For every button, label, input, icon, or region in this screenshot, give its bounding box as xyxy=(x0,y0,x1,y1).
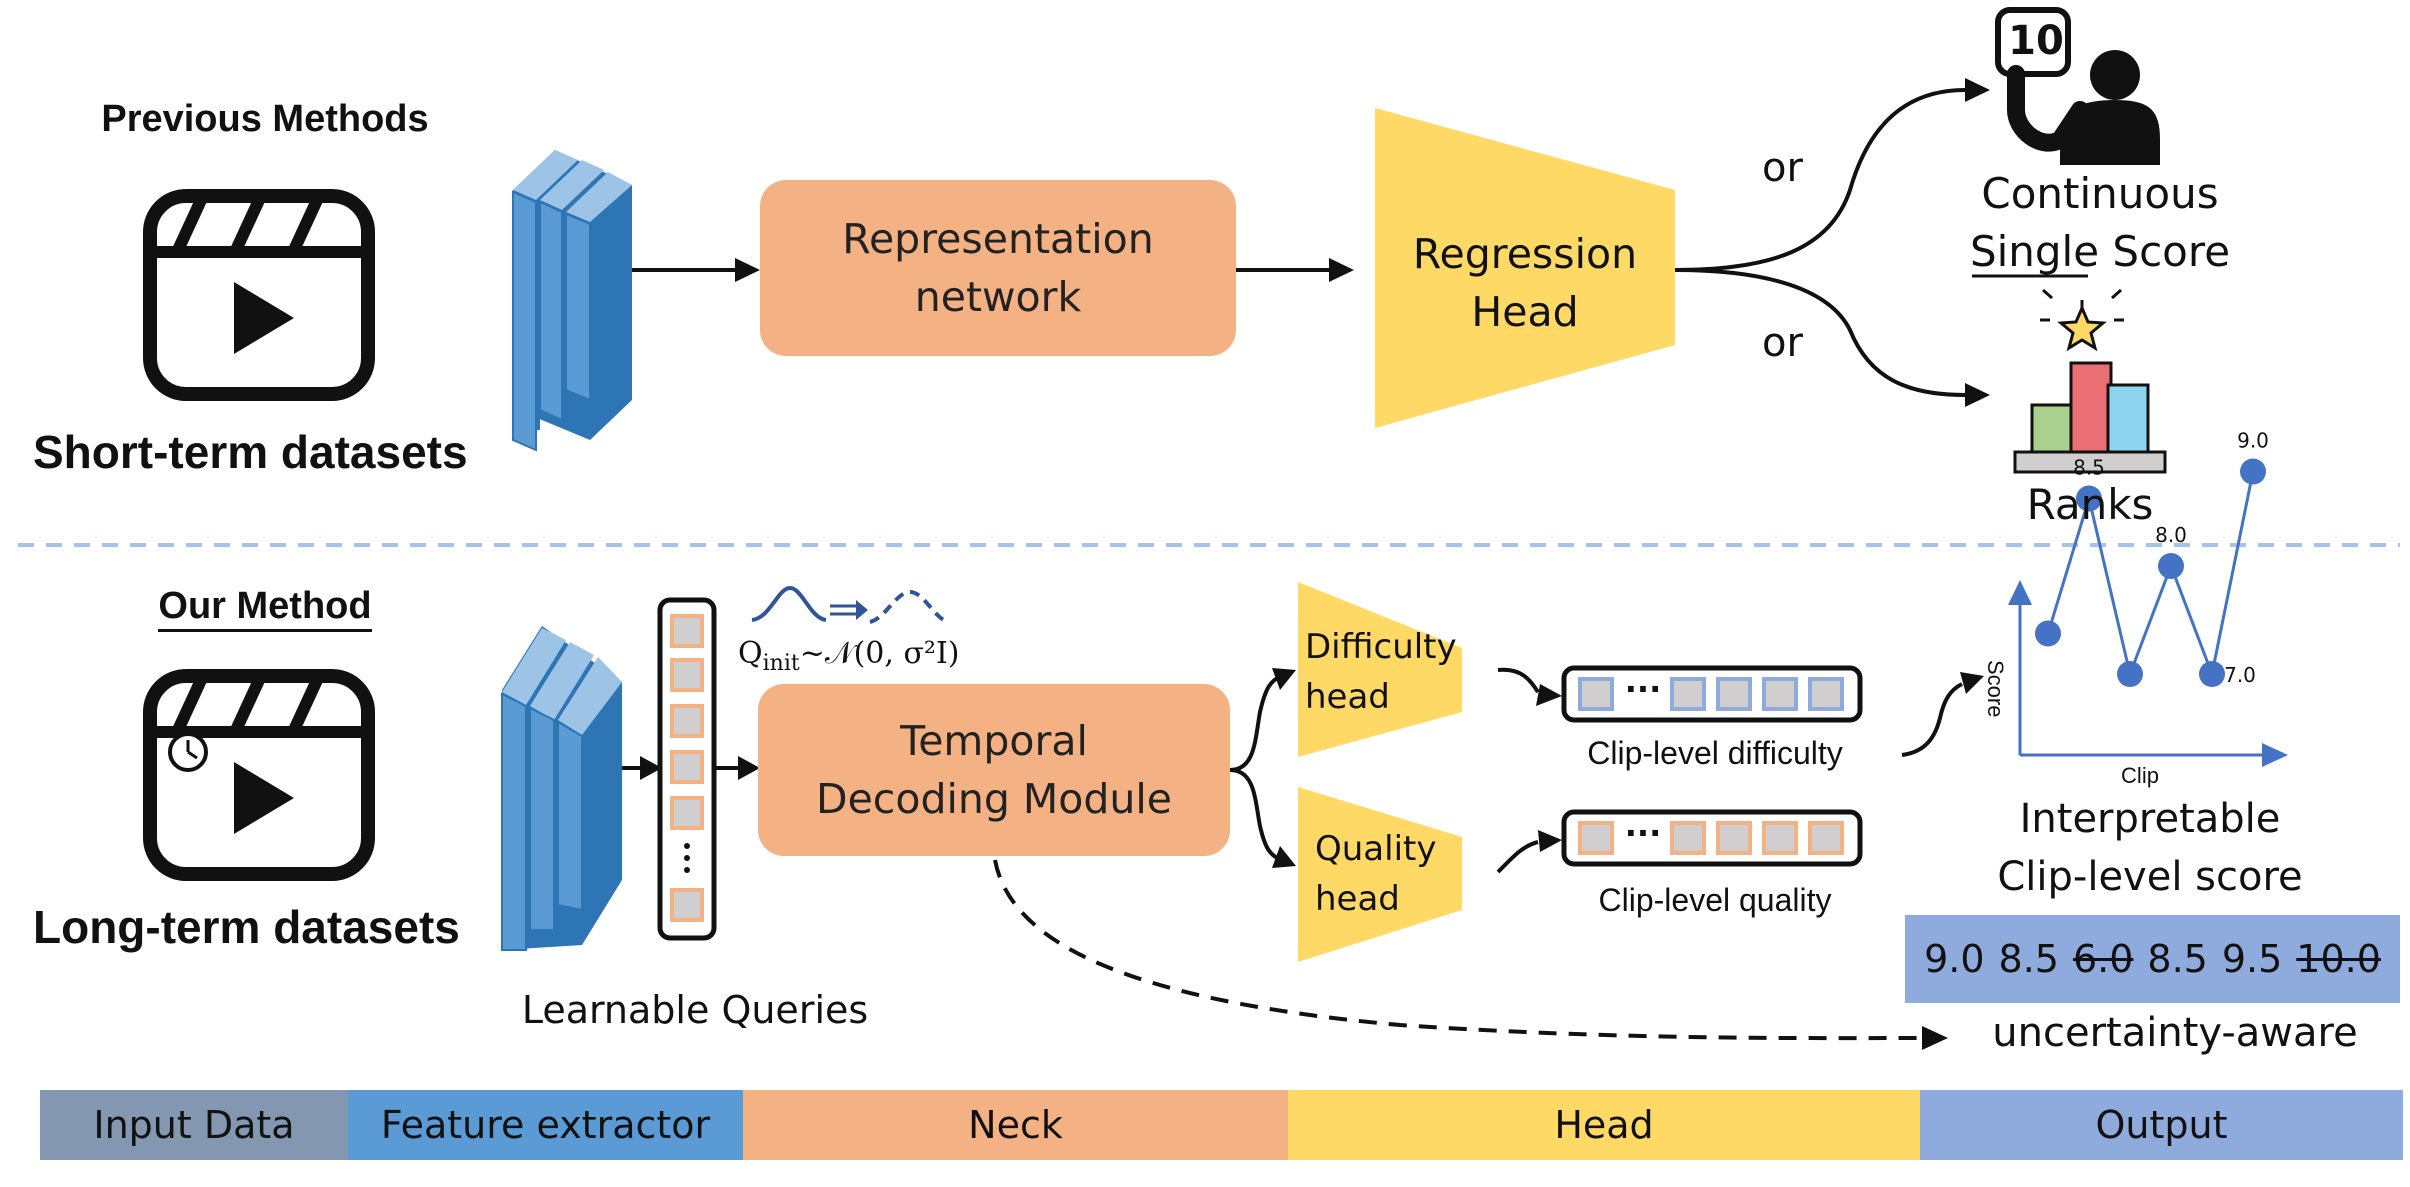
video-clapper-icon xyxy=(143,189,375,401)
interpretable-line1: Interpretable xyxy=(2019,796,2281,842)
plot-point-label: 8.0 xyxy=(2155,523,2187,547)
or-label-lower: or xyxy=(1762,320,1803,366)
quality-line2: head xyxy=(1315,879,1400,919)
difficulty-bar-ellipsis: ··· xyxy=(1624,670,1662,708)
regression-head-shape xyxy=(1375,108,1675,428)
qinit-symbol: Q xyxy=(738,636,763,671)
feature-extractor-stack xyxy=(512,150,632,452)
difficulty-head-shape xyxy=(1298,582,1462,757)
representation-line1: Representation xyxy=(842,215,1154,263)
learnable-queries-column xyxy=(657,597,717,941)
quality-head-label: Quality head xyxy=(1315,824,1437,924)
score-plot: 8.5 8.0 7.0 9.0 xyxy=(2008,429,2288,767)
qinit-distribution: ~𝒩(0, σ²I) xyxy=(799,636,960,671)
difficulty-line2: head xyxy=(1305,677,1390,717)
score-card-number: 10 xyxy=(2008,18,2064,64)
temporal-to-heads-arrows xyxy=(1229,668,1296,868)
short-term-datasets-label: Short-term datasets xyxy=(33,426,468,478)
learnable-queries-label: Learnable Queries xyxy=(521,988,869,1032)
score-strip-value: 8.5 xyxy=(2147,937,2208,981)
video-clapper-clock-icon xyxy=(143,669,375,881)
plot-point-label: 8.5 xyxy=(2073,456,2105,480)
uncertainty-dashed-arrow xyxy=(993,859,1948,1050)
difficulty-line1: Difficulty xyxy=(1305,627,1457,667)
difficulty-to-plot-arrow xyxy=(1901,672,1984,757)
temporal-line2: Decoding Module xyxy=(816,775,1172,823)
gaussian-distribution-icon xyxy=(751,585,949,624)
legend-segment-input-data: Input Data xyxy=(40,1090,348,1160)
qinit-distribution-label: Qinit~𝒩(0, σ²I) xyxy=(738,636,960,676)
bottom-left-arrows xyxy=(622,756,760,780)
continuous-line1: Continuous xyxy=(1981,169,2219,218)
heads-to-clips-arrows xyxy=(1496,667,1562,874)
ranks-podium-icon xyxy=(2013,288,2167,474)
plot-point xyxy=(2199,661,2225,687)
plot-point xyxy=(2035,620,2061,647)
clip-level-difficulty-label: Clip-level difficulty xyxy=(1587,735,1843,771)
score-strip-value: 9.5 xyxy=(2221,937,2283,981)
ranks-label: Ranks xyxy=(2026,480,2154,529)
legend-segment-feature-extractor: Feature extractor xyxy=(348,1090,743,1160)
temporal-line1: Temporal xyxy=(900,717,1088,765)
feature-extractor-stack-bottom xyxy=(501,626,622,951)
qinit-subscript: init xyxy=(762,651,800,676)
score-word: Score xyxy=(2099,227,2231,276)
representation-network-box: Representation network xyxy=(760,180,1236,356)
score-strip: 9.0 8.5 6.0 8.5 9.5 10.0 xyxy=(1905,915,2400,1003)
clip-difficulty-bar xyxy=(1561,665,1863,723)
difficulty-head-label: Difficulty head xyxy=(1305,622,1457,722)
plot-line xyxy=(2046,471,2255,680)
score-strip-value: 8.5 xyxy=(1998,937,2059,981)
uncertainty-aware-label: uncertainty-aware xyxy=(1992,1010,2358,1056)
plot-point xyxy=(2158,553,2184,579)
previous-methods-title: Previous Methods xyxy=(101,98,429,140)
plot-point xyxy=(2117,661,2143,687)
plot-x-axis-label: Clip xyxy=(2121,763,2159,788)
plot-point-label: 9.0 xyxy=(2237,429,2269,453)
quality-head-shape xyxy=(1298,787,1462,962)
plot-point xyxy=(2240,458,2266,485)
plot-point xyxy=(2076,485,2102,512)
single-word: Single xyxy=(1969,227,2100,276)
clip-level-quality-label: Clip-level quality xyxy=(1598,882,1832,918)
score-strip-value: 10.0 xyxy=(2296,937,2381,981)
plot-y-axis-label: Score xyxy=(1983,660,2008,718)
or-label-upper: or xyxy=(1762,145,1803,191)
regression-line2: Head xyxy=(1471,288,1579,336)
regression-line1: Regression xyxy=(1412,230,1638,278)
representation-line2: network xyxy=(914,273,1082,321)
score-strip-value: 6.0 xyxy=(2072,937,2134,981)
legend-segment-neck: Neck xyxy=(743,1090,1288,1160)
legend-segment-output: Output xyxy=(1920,1090,2403,1160)
our-method-text: Our Method xyxy=(158,585,372,632)
quality-bar-ellipsis: ··· xyxy=(1624,814,1662,852)
legend-segment-head: Head xyxy=(1288,1090,1920,1160)
quality-line1: Quality xyxy=(1315,829,1437,869)
interpretable-line2: Clip-level score xyxy=(1997,854,2303,900)
our-method-title: Our Method xyxy=(40,585,490,632)
score-strip-value: 9.0 xyxy=(1924,937,1985,981)
score-card-person-icon xyxy=(1995,7,2160,165)
long-term-datasets-label: Long-term datasets xyxy=(33,901,460,953)
top-arrows xyxy=(632,78,1990,407)
plot-point-label: 7.0 xyxy=(2224,663,2256,687)
clip-quality-bar xyxy=(1561,809,1863,867)
